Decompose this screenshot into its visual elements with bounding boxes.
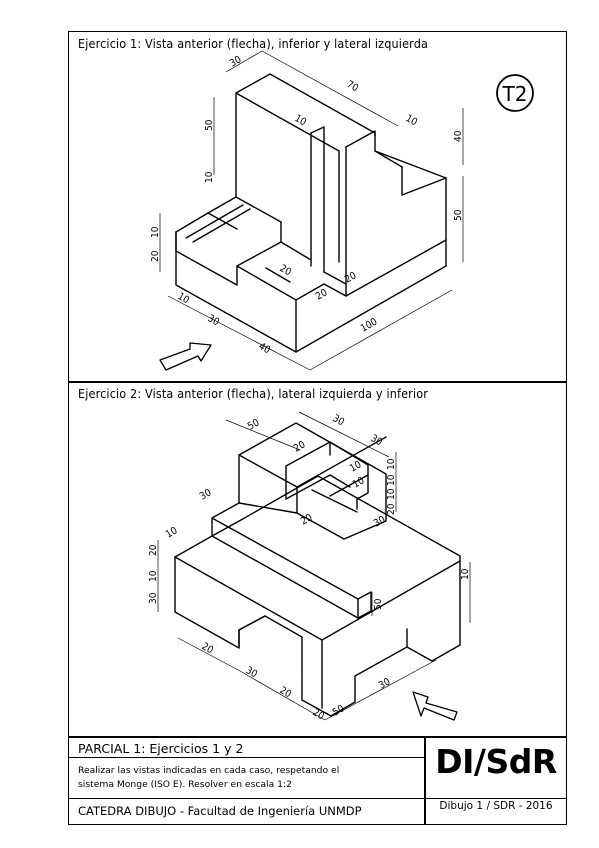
dim-label: 30	[372, 514, 388, 529]
dim-label: 40	[257, 341, 273, 356]
dim-label: 20	[292, 439, 308, 454]
dim-label: 10	[386, 458, 397, 470]
divider-logo-column	[424, 736, 426, 825]
dim-label: 50	[204, 119, 215, 131]
dim-label: 10	[164, 525, 180, 540]
dim-label: 20	[148, 544, 159, 556]
dim-label: 20	[299, 512, 315, 527]
dim-label: 30	[377, 676, 393, 691]
dim-label: 20	[343, 270, 359, 285]
view-arrow-2	[412, 691, 458, 721]
divider-title-block	[68, 736, 567, 738]
dim-label: 30	[228, 54, 244, 69]
dim-label: 10	[386, 474, 397, 486]
title-block-description-line-1: Realizar las vistas indicadas en cada ca…	[78, 765, 340, 776]
dim-label: 40	[453, 130, 464, 142]
badge-label: T2	[502, 82, 528, 106]
dim-label: 10	[204, 171, 215, 183]
dim-label: 20	[278, 685, 294, 700]
dim-label: 20	[200, 641, 216, 656]
dim-label: 30	[206, 313, 222, 328]
department-logo: DI/SdR	[435, 742, 557, 781]
dim-label: 30	[369, 433, 385, 448]
divider-exercises	[68, 381, 567, 383]
dim-label: 30	[198, 487, 214, 502]
dim-label: 10	[148, 570, 159, 582]
dim-label: 10	[348, 459, 364, 474]
sheet-frame	[68, 31, 567, 825]
title-block-chair: CATEDRA DIBUJO - Facultad de Ingeniería …	[78, 804, 362, 818]
dim-label: 20	[314, 287, 330, 302]
dim-label: 20	[278, 263, 294, 278]
exercise-1-part	[175, 73, 447, 353]
dim-label: 30	[331, 413, 347, 428]
exercise-1-title: Ejercicio 1: Vista anterior (flecha), in…	[78, 36, 429, 51]
dim-label: 50	[246, 417, 262, 432]
dim-label: 50	[373, 598, 384, 610]
dim-label: 20	[386, 503, 397, 515]
dim-label: 10	[404, 113, 420, 128]
divider-title-row	[68, 757, 425, 758]
drawing-code: Dibujo 1 / SDR - 2016	[439, 800, 553, 812]
divider-desc-row	[68, 798, 567, 799]
dim-label: 10	[176, 291, 192, 306]
dim-label: 50	[453, 209, 464, 221]
dim-label: 70	[345, 79, 361, 94]
dim-label: 10	[150, 226, 161, 238]
dim-label: 20	[150, 250, 161, 262]
dim-label: 10	[351, 475, 367, 490]
dim-label: 100	[359, 316, 380, 334]
dim-label: 20	[311, 707, 327, 722]
badge-circle	[496, 74, 534, 112]
dim-label: 50	[331, 703, 347, 718]
dim-label: 10	[386, 488, 397, 500]
exercise-2-title: Ejercicio 2: Vista anterior (flecha), la…	[78, 386, 429, 401]
title-block-title: PARCIAL 1: Ejercicios 1 y 2	[78, 741, 244, 756]
dim-label: 10	[460, 568, 471, 580]
dim-label: 30	[244, 665, 260, 680]
exercise-2-part	[174, 422, 461, 717]
view-arrow-1	[159, 342, 212, 371]
dim-label: 30	[148, 592, 159, 604]
title-block-description-line-2: sistema Monge (ISO E). Resolver en escal…	[78, 779, 292, 790]
dim-label: 10	[293, 113, 309, 128]
